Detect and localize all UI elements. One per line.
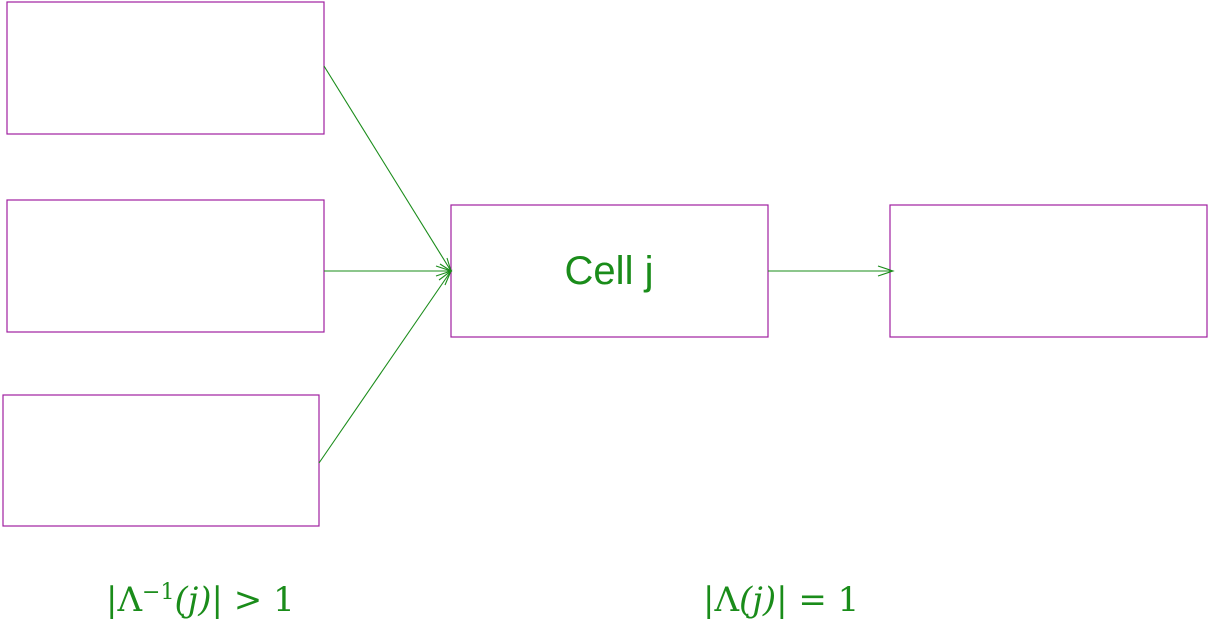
formula-right-close: | = 1 bbox=[776, 580, 860, 620]
predecessor-box-bottom bbox=[2, 394, 320, 527]
image-size-formula: |Λ(j)| = 1 bbox=[703, 583, 859, 617]
formula-right-open: |Λ bbox=[703, 580, 740, 620]
edge-top-to-cell-j bbox=[323, 65, 452, 272]
predecessor-box-top bbox=[6, 1, 325, 135]
formula-right-arg: (j) bbox=[739, 580, 777, 620]
arrowhead-successor-edge bbox=[877, 265, 895, 277]
predecessor-box-middle bbox=[6, 199, 325, 333]
preimage-size-formula: |Λ−1(j)| > 1 bbox=[106, 579, 295, 620]
successor-box bbox=[889, 204, 1208, 338]
formula-left-exponent: −1 bbox=[142, 579, 175, 605]
formula-left-arg: (j) bbox=[174, 580, 212, 620]
formula-left-open: |Λ bbox=[106, 580, 143, 620]
formula-left-close: | > 1 bbox=[211, 580, 295, 620]
edge-bottom-to-cell-j bbox=[318, 270, 452, 464]
cell-j-label: Cell j bbox=[565, 249, 654, 293]
arrowhead-bottom-edge bbox=[438, 269, 453, 286]
